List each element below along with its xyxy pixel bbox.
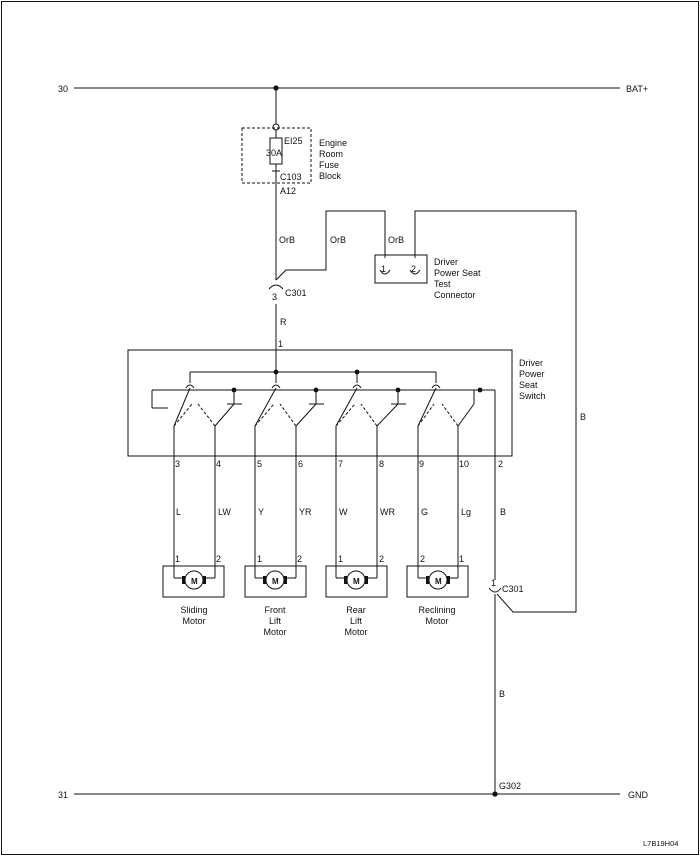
wire-g: G (421, 507, 428, 517)
switch-body (127, 349, 513, 457)
c301-top-connector: 3 C301 R 1 (268, 284, 307, 350)
wire-orb-1: OrB (279, 235, 295, 245)
front-lift-pin-b: 2 (297, 554, 302, 564)
test-pin-2: 2 (411, 264, 416, 274)
test-connector-label-2: Power Seat (434, 268, 481, 278)
motor-reclining: M 2 1 Reclining Motor (406, 554, 469, 626)
orb-test-wiring: OrB OrB OrB B (275, 210, 586, 613)
svg-text:M: M (435, 577, 442, 586)
switch-label-2: Power (519, 369, 545, 379)
motor-front-lift: M 1 2 Front Lift Motor (244, 554, 307, 637)
wire-r: R (280, 317, 287, 327)
switch-pin-7: 7 (338, 459, 343, 469)
switch-pin-6: 6 (298, 459, 303, 469)
reclining-label-1: Reclining (418, 605, 455, 615)
switch-pin-4: 4 (216, 459, 221, 469)
c301-bottom-label: C301 (502, 584, 524, 594)
rail-30-label: 30 (58, 84, 68, 94)
front-lift-label-1: Front (264, 605, 286, 615)
fuse-block-label-3: Fuse (319, 160, 339, 170)
fuse-connector-id: C103 (280, 172, 302, 182)
wire-lw: LW (218, 507, 231, 517)
wire-yr: YR (299, 507, 312, 517)
wire-b-switch: B (500, 507, 506, 517)
ground-rail: 31 GND (58, 790, 649, 800)
figure-id: L7B19H04 (643, 839, 678, 848)
bat-plus-label: BAT+ (626, 84, 648, 94)
wire-l: L (176, 507, 181, 517)
rear-lift-label-3: Motor (344, 627, 367, 637)
c301-bottom-pin: 1 (491, 578, 496, 588)
wire-lg: Lg (461, 507, 471, 517)
wire-orb-2: OrB (330, 235, 346, 245)
svg-text:M: M (191, 577, 198, 586)
wire-y: Y (258, 507, 264, 517)
engine-room-fuse-block: EI25 30A Engine Room Fuse Block C103 A12 (241, 88, 347, 280)
c301-bottom-connector-icon (488, 587, 502, 593)
ground-g302: G302 (499, 781, 521, 791)
fuse-block-label-4: Block (319, 171, 342, 181)
sliding-pin-b: 2 (216, 554, 221, 564)
rear-lift-label-1: Rear (346, 605, 366, 615)
switch-contacts (173, 372, 475, 456)
sliding-label-2: Motor (182, 616, 205, 626)
ground-path: B 1 C301 B G302 (488, 390, 524, 797)
switch-label-3: Seat (519, 380, 538, 390)
wire-orb-3: OrB (388, 235, 404, 245)
switch-pin-8: 8 (379, 459, 384, 469)
switch-pin-10: 10 (459, 459, 469, 469)
test-connector-label-1: Driver (434, 257, 458, 267)
fuse-connector-pin: A12 (280, 186, 296, 196)
switch-pin-3: 3 (175, 459, 180, 469)
c301-top-label: C301 (285, 288, 307, 298)
c301-top-pin: 3 (272, 292, 277, 302)
sliding-label-1: Sliding (180, 605, 207, 615)
battery-rail: 30 BAT+ (58, 84, 648, 94)
wire-b-right: B (580, 412, 586, 422)
svg-text:M: M (353, 577, 360, 586)
sliding-pin-a: 1 (175, 554, 180, 564)
reclining-pin-a: 2 (420, 554, 425, 564)
rear-lift-label-2: Lift (350, 616, 363, 626)
wire-b-ground: B (499, 689, 505, 699)
front-lift-pin-a: 1 (257, 554, 262, 564)
switch-label-1: Driver (519, 358, 543, 368)
fuse-id: EI25 (284, 136, 303, 146)
switch-pin-5: 5 (257, 459, 262, 469)
front-lift-label-3: Motor (263, 627, 286, 637)
reclining-pin-b: 1 (459, 554, 464, 564)
test-pin-1: 1 (381, 264, 386, 274)
fuse-block-label-2: Room (319, 149, 343, 159)
test-connector-label-3: Test (434, 279, 451, 289)
svg-text:M: M (272, 577, 279, 586)
front-lift-label-2: Lift (269, 616, 282, 626)
test-connector: 1 2 Driver Power Seat Test Connector (374, 254, 481, 300)
switch-input-pin: 1 (278, 339, 283, 349)
motor-wires: L LW Y YR W WR G Lg (173, 456, 471, 578)
fuse-block-label-1: Engine (319, 138, 347, 148)
fuse-block-outline (241, 127, 312, 184)
reclining-label-2: Motor (425, 616, 448, 626)
switch-label-4: Switch (519, 391, 546, 401)
rear-lift-pin-b: 2 (379, 554, 384, 564)
wire-wr: WR (380, 507, 395, 517)
rail-31-label: 31 (58, 790, 68, 800)
test-connector-label-4: Connector (434, 290, 476, 300)
test-connector-body (374, 254, 428, 284)
motor-rear-lift: M 1 2 Rear Lift Motor (325, 554, 388, 637)
driver-power-seat-switch: Driver Power Seat Switch 3 4 5 6 7 8 9 1… (127, 349, 546, 469)
wire-w: W (339, 507, 348, 517)
switch-pin-2: 2 (498, 459, 503, 469)
gnd-label: GND (628, 790, 649, 800)
switch-pin-9: 9 (419, 459, 424, 469)
fuse-rating: 30A (266, 148, 282, 158)
rear-lift-pin-a: 1 (338, 554, 343, 564)
motor-sliding: M 1 2 Sliding Motor (162, 554, 225, 626)
